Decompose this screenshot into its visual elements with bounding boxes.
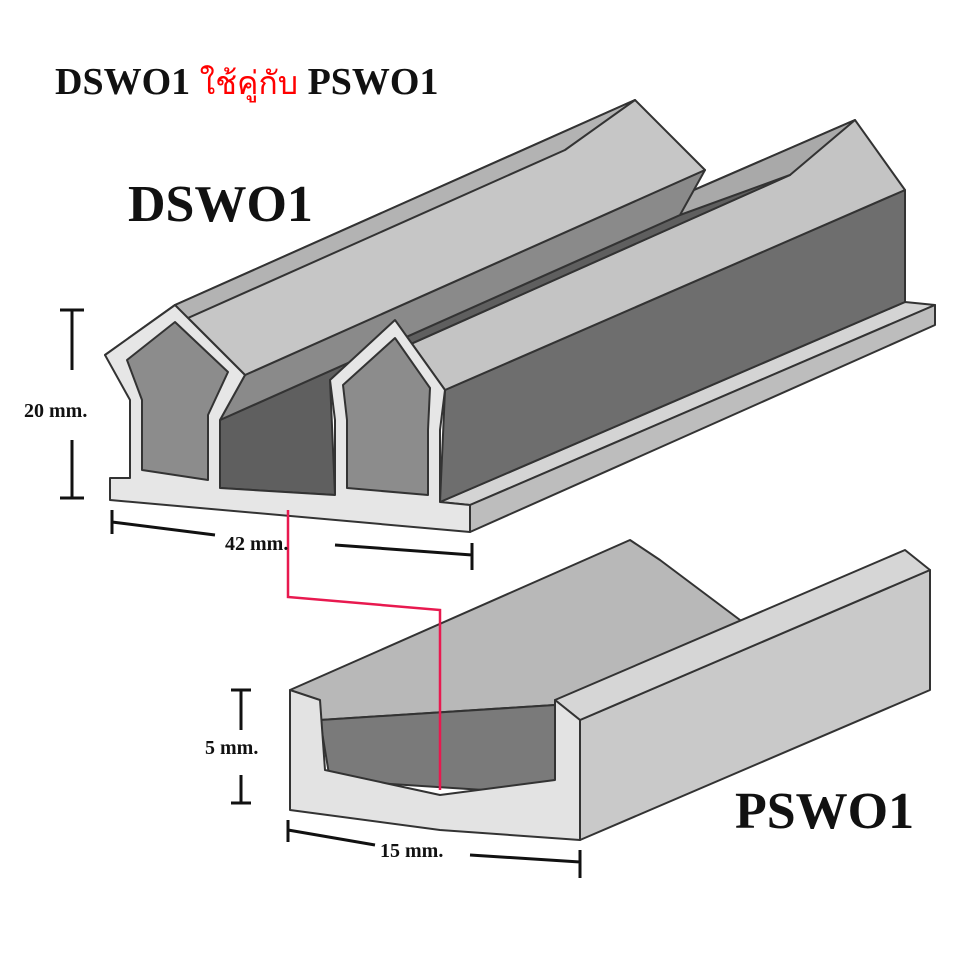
dswo1-label: DSWO1: [128, 176, 313, 233]
pswo1-profile: [289, 539, 931, 841]
pswo1-width: 15 mm.: [380, 840, 444, 862]
link-line: [286, 510, 442, 790]
header-left-code: DSWO1: [55, 61, 191, 103]
dswo1-width: 42 mm.: [225, 533, 289, 555]
dswo1-profile: [104, 99, 936, 533]
dswo1-height: 20 mm.: [24, 400, 88, 422]
header-connector: ใช้คู่กับ: [199, 64, 299, 102]
header-title: DSWO1 ใช้คู่กับ PSWO1: [55, 58, 438, 109]
pswo1-height: 5 mm.: [205, 737, 259, 759]
dimension-lines: [60, 308, 582, 878]
header-right-code: PSWO1: [307, 61, 439, 103]
pswo1-label: PSWO1: [735, 783, 915, 840]
